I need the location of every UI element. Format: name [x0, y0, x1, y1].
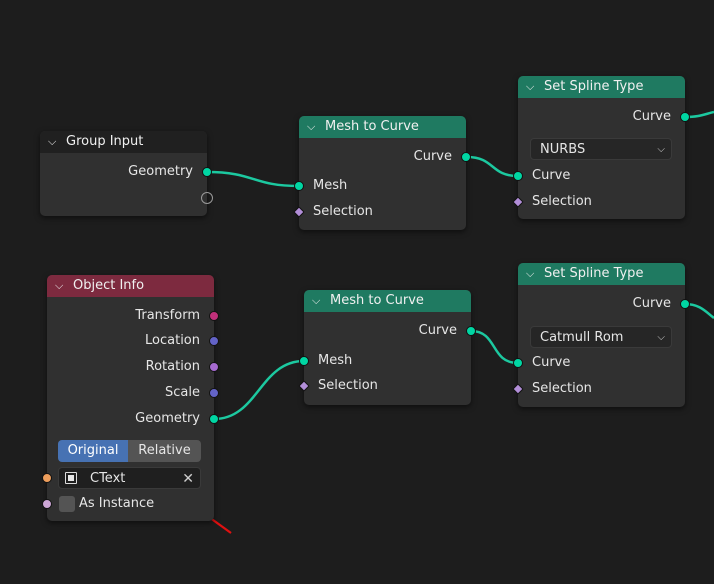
node-title: Mesh to Curve — [330, 293, 424, 308]
output-curve-label: Curve — [413, 149, 452, 164]
node-title: Object Info — [73, 278, 145, 293]
chevron-down-icon[interactable]: ⌵ — [526, 267, 535, 280]
input-selection-label: Selection — [532, 381, 592, 396]
node-title: Set Spline Type — [544, 266, 644, 281]
output-curve-label: Curve — [632, 296, 671, 311]
geometry-output-socket[interactable] — [202, 167, 212, 177]
output-curve-label: Curve — [632, 109, 671, 124]
as-instance-input-socket[interactable] — [42, 499, 52, 509]
output-geometry-label: Geometry — [128, 164, 193, 179]
close-icon[interactable]: ✕ — [182, 471, 194, 487]
curve-output-socket[interactable] — [680, 112, 690, 122]
input-mesh-label: Mesh — [318, 353, 353, 368]
chevron-down-icon[interactable]: ⌵ — [55, 279, 64, 292]
set-spline-type-node-1[interactable]: ⌵ Set Spline Type Curve NURBS ⌵ Curve Sel… — [512, 76, 690, 219]
output-curve-label: Curve — [418, 323, 457, 338]
group-input-node[interactable]: ⌵ Group Input Geometry — [40, 131, 213, 216]
input-selection-label: Selection — [318, 378, 378, 393]
spline-type-dropdown[interactable]: Catmull Rom ⌵ — [530, 326, 672, 348]
scale-output-socket[interactable] — [209, 388, 219, 398]
as-instance-label: As Instance — [79, 496, 155, 511]
spline-type-dropdown[interactable]: NURBS ⌵ — [530, 138, 672, 160]
toggle-relative[interactable]: Relative — [128, 440, 201, 462]
empty-output-socket[interactable] — [201, 192, 213, 204]
node-header[interactable]: ⌵ Mesh to Curve — [299, 116, 466, 138]
link-geometry-to-mesh-2 — [213, 359, 305, 421]
object-info-node[interactable]: ⌵ Object Info Transform Location Rotation… — [42, 275, 219, 521]
node-header[interactable]: ⌵ Mesh to Curve — [304, 290, 471, 312]
curve-output-socket[interactable] — [466, 326, 476, 336]
transform-output-socket[interactable] — [209, 311, 219, 321]
node-header[interactable]: ⌵ Object Info — [47, 275, 214, 297]
object-icon — [65, 472, 77, 484]
geometry-output-socket[interactable] — [209, 414, 219, 424]
node-title: Mesh to Curve — [325, 119, 419, 134]
chevron-down-icon[interactable]: ⌵ — [48, 135, 57, 148]
node-header[interactable]: ⌵ Set Spline Type — [518, 76, 685, 98]
link-curve-to-curve-1 — [466, 155, 519, 178]
mesh-to-curve-node-1[interactable]: ⌵ Mesh to Curve Curve Mesh Selection — [293, 116, 471, 230]
chevron-down-icon: ⌵ — [657, 332, 665, 343]
mesh-input-socket[interactable] — [294, 181, 304, 191]
as-instance-checkbox[interactable] — [59, 496, 75, 512]
input-selection-label: Selection — [313, 204, 373, 219]
curve-output-socket[interactable] — [461, 152, 471, 162]
rotation-output-socket[interactable] — [209, 362, 219, 372]
node-header[interactable]: ⌵ Group Input — [40, 131, 207, 153]
chevron-down-icon[interactable]: ⌵ — [307, 120, 316, 133]
dropdown-value: NURBS — [540, 142, 586, 157]
mesh-to-curve-node-2[interactable]: ⌵ Mesh to Curve Curve Mesh Selection — [298, 290, 476, 405]
input-mesh-label: Mesh — [313, 178, 348, 193]
input-curve-label: Curve — [532, 168, 571, 183]
object-input-socket[interactable] — [42, 473, 52, 483]
link-curve-to-curve-2 — [470, 329, 519, 365]
output-transform-label: Transform — [135, 308, 200, 323]
curve-output-socket[interactable] — [680, 299, 690, 309]
node-title: Set Spline Type — [544, 79, 644, 94]
output-scale-label: Scale — [165, 385, 200, 400]
output-rotation-label: Rotation — [145, 359, 200, 374]
set-spline-type-node-2[interactable]: ⌵ Set Spline Type Curve Catmull Rom ⌵ Cur… — [512, 263, 690, 407]
object-value: CText — [90, 471, 126, 486]
curve-input-socket[interactable] — [513, 171, 523, 181]
chevron-down-icon: ⌵ — [657, 144, 665, 155]
chevron-down-icon[interactable]: ⌵ — [312, 294, 321, 307]
transform-space-toggle[interactable]: Original Relative — [58, 440, 201, 462]
link-geometry-to-mesh-1 — [206, 170, 300, 188]
object-field[interactable]: CText ✕ — [58, 467, 201, 489]
curve-input-socket[interactable] — [513, 358, 523, 368]
output-location-label: Location — [145, 333, 200, 348]
output-geometry-label: Geometry — [135, 411, 200, 426]
chevron-down-icon[interactable]: ⌵ — [526, 80, 535, 93]
input-curve-label: Curve — [532, 355, 571, 370]
node-title: Group Input — [66, 134, 144, 149]
toggle-original[interactable]: Original — [58, 440, 128, 462]
node-header[interactable]: ⌵ Set Spline Type — [518, 263, 685, 285]
mesh-input-socket[interactable] — [299, 356, 309, 366]
location-output-socket[interactable] — [209, 336, 219, 346]
input-selection-label: Selection — [532, 194, 592, 209]
dropdown-value: Catmull Rom — [540, 330, 624, 345]
